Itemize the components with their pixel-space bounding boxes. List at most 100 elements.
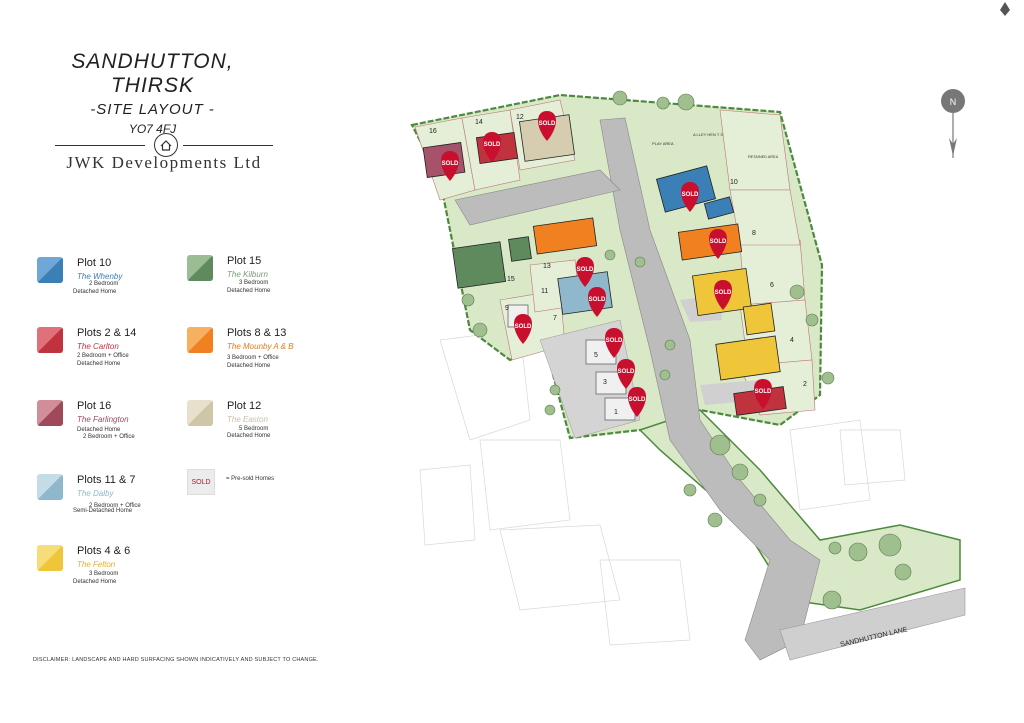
- legend-desc: Detached Home: [77, 361, 121, 367]
- brand-divider-right: [183, 145, 273, 146]
- legend-desc: Detached Home: [227, 288, 271, 294]
- legend-plot-label: Plot 10: [77, 257, 112, 269]
- sold-text: SOLD: [484, 142, 501, 148]
- legend-plot-label: Plots 2 & 14: [77, 327, 137, 339]
- house-logo-icon: [154, 133, 178, 157]
- legend-desc: Detached Home: [73, 289, 117, 295]
- tree: [753, 493, 767, 507]
- map-pin-icon: [588, 287, 606, 317]
- sold-marker-plot-10: SOLD: [681, 182, 699, 212]
- site-layout-map: SANDHUTTON LANE: [410, 90, 966, 661]
- legend-model-name: The Carlton: [77, 342, 119, 351]
- tree: [822, 590, 842, 610]
- plot-number-15: 15: [507, 276, 515, 283]
- map-pin-icon: [538, 111, 556, 141]
- legend-plot-label: Plot 15: [227, 255, 262, 267]
- sold-marker-plot-1: SOLD: [628, 387, 646, 417]
- sold-text: SOLD: [682, 192, 699, 198]
- plot-number-10: 10: [730, 179, 738, 186]
- sold-marker-plot-5: SOLD: [605, 328, 623, 358]
- legend-model-name: The Dalby: [77, 489, 114, 498]
- easton-swatch-icon: [187, 400, 213, 426]
- plot-number-12: 12: [516, 114, 524, 121]
- tree: [707, 512, 723, 528]
- tree: [848, 542, 868, 562]
- sold-text: SOLD: [755, 389, 772, 395]
- house-plot-15-garage: [508, 236, 532, 262]
- legend-desc: 5 Bedroom: [239, 426, 269, 432]
- legend-model-name: The Easton: [227, 415, 268, 424]
- legend-model-name: The Farlington: [77, 415, 129, 424]
- dalby-swatch-icon: [37, 474, 63, 500]
- plot-number-2: 2: [803, 381, 807, 388]
- house-plot-13: [532, 217, 598, 255]
- tree: [612, 90, 628, 106]
- house-plot-15: [451, 241, 507, 289]
- sold-marker-plot-7: SOLD: [588, 287, 606, 317]
- legend-desc: 2 Bedroom: [89, 281, 119, 287]
- legend-desc: 3 Bedroom: [239, 280, 269, 286]
- legend-plot-label: Plot 16: [77, 400, 112, 412]
- page-corner-mark-icon: [1000, 2, 1010, 16]
- sandhutton-lane: [779, 587, 966, 661]
- sold-marker-plot-8: SOLD: [709, 229, 727, 259]
- map-pin-icon: [441, 151, 459, 181]
- tree: [731, 463, 749, 481]
- brand-divider-left: [55, 145, 145, 146]
- retained-area-label: RETAINED AREA: [748, 155, 779, 159]
- sold-text: SOLD: [515, 324, 532, 330]
- mounby-swatch-icon: [187, 327, 213, 353]
- tree: [549, 384, 561, 396]
- map-pin-icon: [483, 132, 501, 162]
- map-pin-icon: [681, 182, 699, 212]
- legend-plot-label: Plots 11 & 7: [77, 474, 136, 486]
- tree: [821, 371, 835, 385]
- tree: [894, 563, 912, 581]
- sold-legend-badge: SOLD: [187, 469, 215, 495]
- legend-desc: 2 Bedroom + Office: [89, 503, 141, 509]
- legend-desc: Semi-Detached Home: [73, 508, 133, 514]
- sold-legend-label: = Pre-sold Homes: [226, 476, 275, 482]
- sold-text: SOLD: [710, 239, 727, 245]
- legend-desc: 3 Bedroom + Office: [227, 355, 279, 361]
- plot-number-9: 9: [505, 305, 509, 312]
- map-pin-icon: [605, 328, 623, 358]
- whenby-swatch-icon: [37, 257, 63, 283]
- site-title: SANDHUTTON, THIRSK: [71, 50, 234, 97]
- sold-text: SOLD: [442, 161, 459, 167]
- trees: [461, 90, 912, 610]
- plot-number-8: 8: [752, 230, 756, 237]
- plot-number-4: 4: [790, 337, 794, 344]
- legend-desc: 3 Bedroom: [89, 571, 119, 577]
- sold-marker-plot-12: SOLD: [538, 111, 556, 141]
- tree: [683, 483, 697, 497]
- map-pin-icon: [628, 387, 646, 417]
- map-pin-icon: [754, 379, 772, 409]
- tree: [878, 533, 902, 557]
- sold-marker-plot-14: SOLD: [483, 132, 501, 162]
- tree: [461, 293, 475, 307]
- house-plot-10-garage: [703, 196, 735, 220]
- tree: [828, 541, 842, 555]
- legend-plot-label: Plots 8 & 13: [227, 327, 287, 339]
- carlton-swatch-icon: [37, 327, 63, 353]
- plot-number-11: 11: [541, 288, 548, 295]
- legend-model-name: The Mounby A & B: [227, 342, 294, 351]
- tree: [677, 93, 695, 111]
- legend-desc: 2 Bedroom + Office: [83, 434, 135, 440]
- map-pin-icon: [617, 359, 635, 389]
- sold-markers: SOLD SOLD SOLD SOLD SOLD SOLD SOLD SOLD …: [441, 111, 772, 417]
- sold-text: SOLD: [629, 397, 646, 403]
- sold-text: SOLD: [715, 290, 732, 296]
- legend-desc: Detached Home: [73, 579, 117, 585]
- legend-model-name: The Felton: [77, 560, 116, 569]
- disclaimer-text: DISCLAIMER: LANDSCAPE AND HARD SURFACING…: [33, 657, 319, 663]
- sold-text: SOLD: [577, 267, 594, 273]
- sold-text: SOLD: [606, 338, 623, 344]
- tree: [544, 404, 556, 416]
- legend-desc: 2 Bedroom + Office: [77, 353, 129, 359]
- tree: [709, 434, 731, 456]
- tree: [656, 96, 670, 110]
- site-postcode: YO7 4FJ: [128, 122, 177, 136]
- plot-number-7: 7: [553, 315, 557, 322]
